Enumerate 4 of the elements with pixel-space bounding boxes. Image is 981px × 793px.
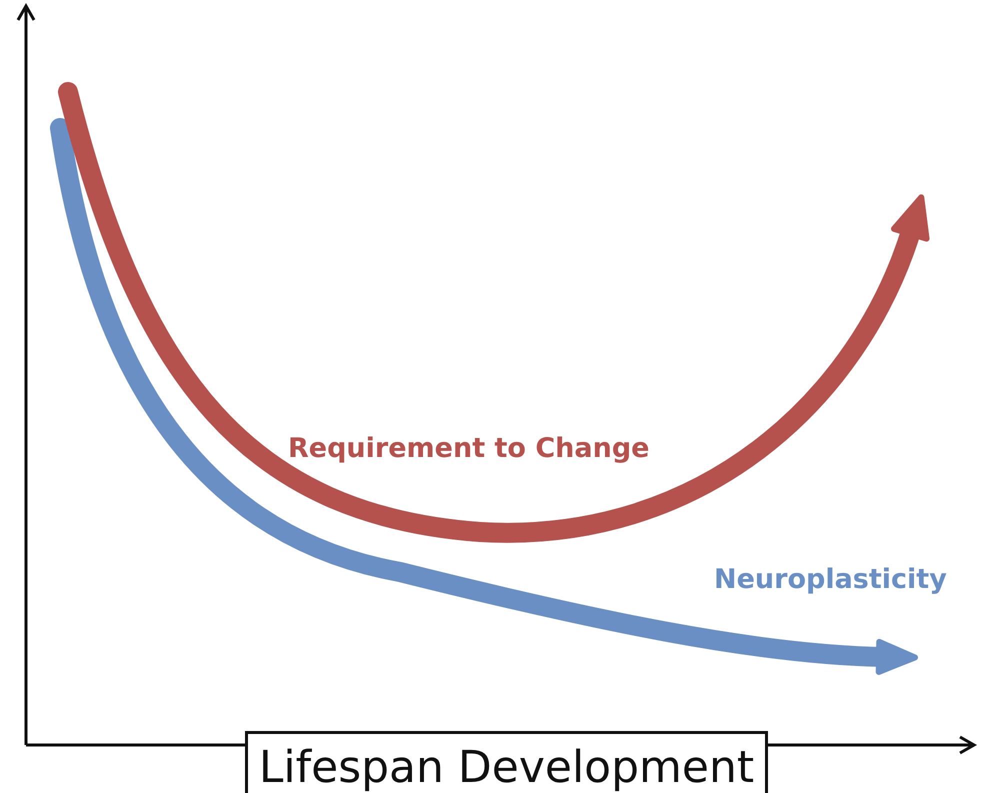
curve-label: Requirement to Change bbox=[288, 433, 650, 464]
axis-title: Lifespan Development bbox=[258, 746, 754, 790]
curve-label: Neuroplasticity bbox=[714, 564, 947, 595]
axis-title-box bbox=[245, 731, 768, 793]
